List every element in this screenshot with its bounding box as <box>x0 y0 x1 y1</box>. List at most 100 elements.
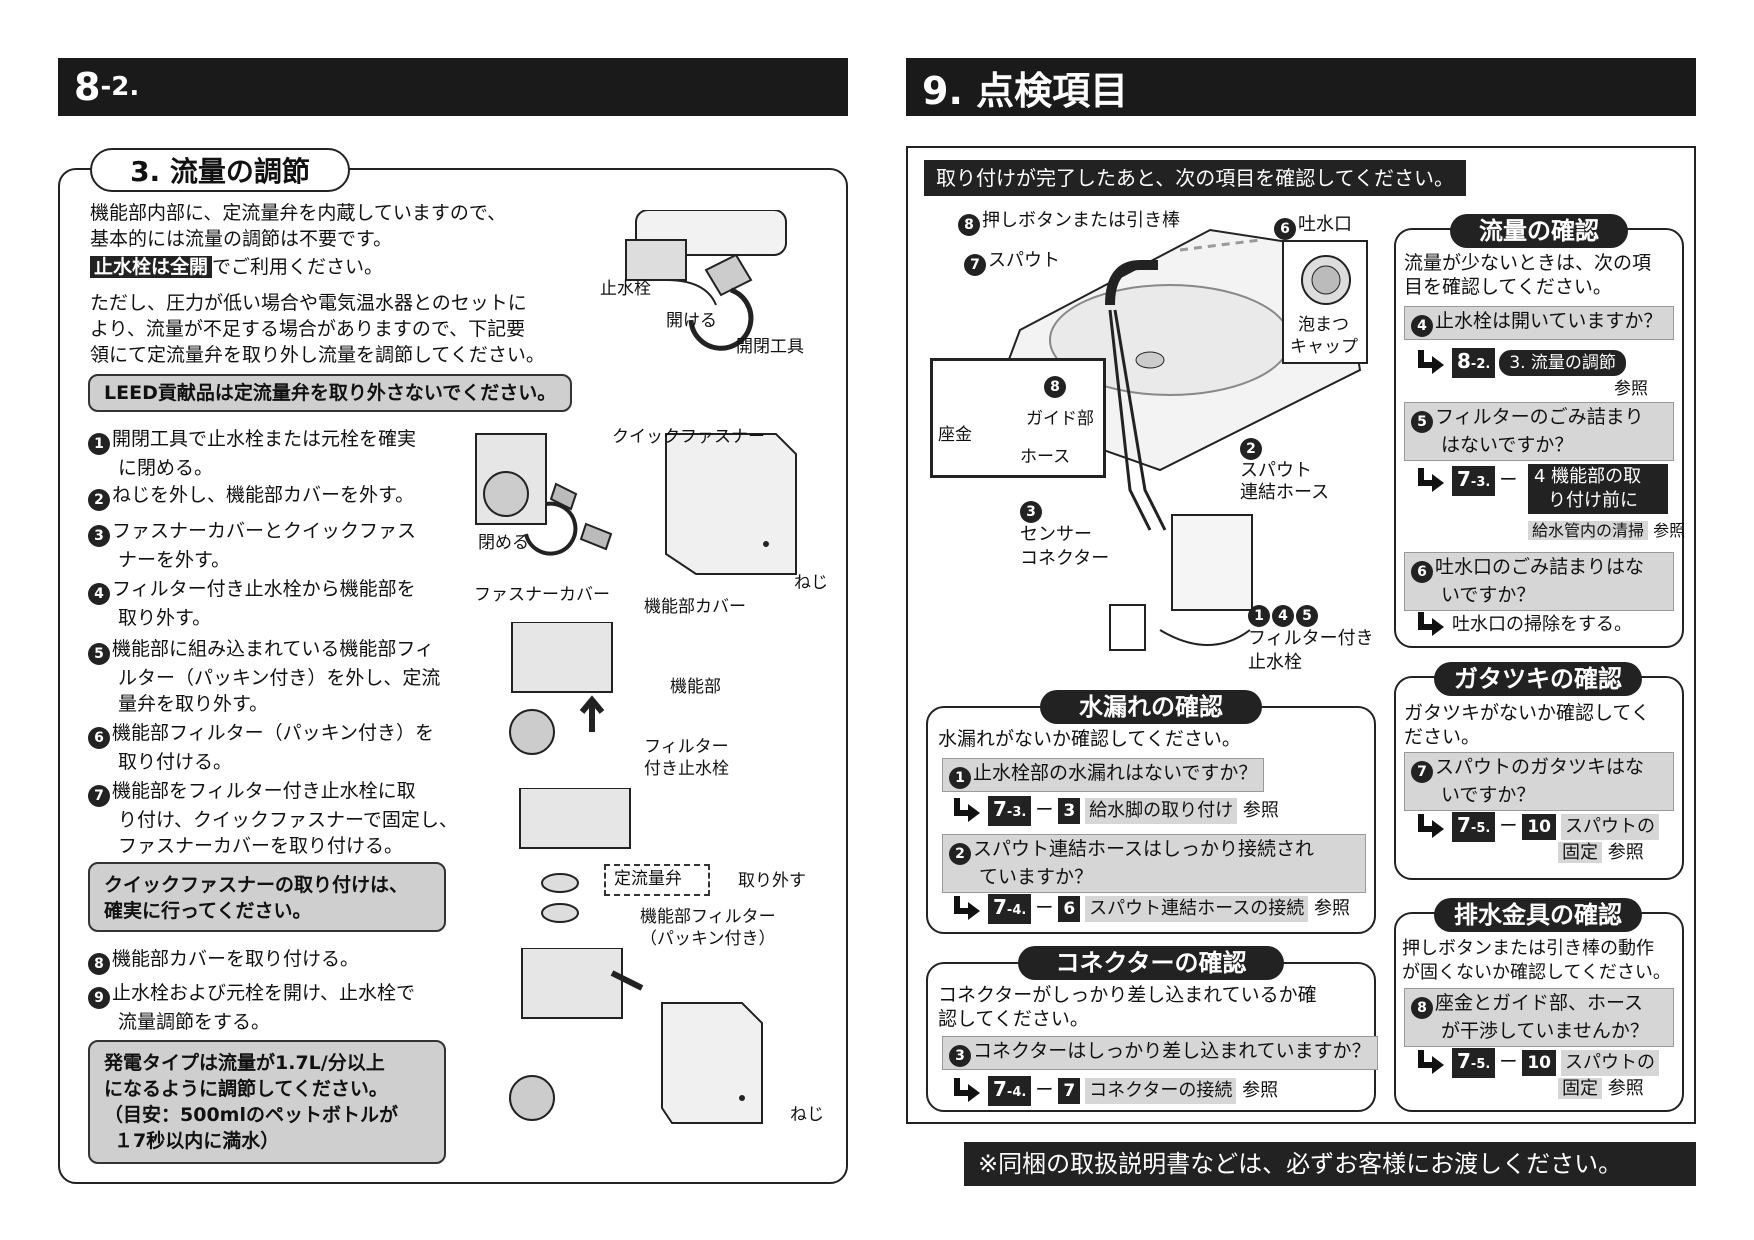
ref-arrow-icon <box>1414 350 1448 376</box>
flow-r5-label: 給水管内の清掃 参照 <box>1528 518 1685 544</box>
label-constant-flow-valve: 定流量弁 <box>614 869 682 889</box>
label-tool: 開閉工具 <box>736 337 804 357</box>
connector-desc-2: 認してください。 <box>938 1008 1089 1030</box>
power-gen-warning: 発電タイプは流量が1.7L/分以上になるように調節してください。（目安：500m… <box>88 1040 446 1164</box>
drain-desc-2: が固くないか確認してください。 <box>1402 962 1671 983</box>
label-open: 開ける <box>666 311 717 331</box>
ref-arrow-icon <box>950 798 984 824</box>
label-detail-8: 8 <box>1044 370 1068 398</box>
stopcock-illustration <box>625 210 787 351</box>
rattle-desc-2: ださい。 <box>1404 726 1481 748</box>
label-unit-filter-1: 機能部フィルター <box>640 907 776 927</box>
label-screw-1: ねじ <box>794 573 828 593</box>
drain-check-title: 排水金具の確認 <box>1434 898 1642 932</box>
flow-r5-box: 4 機能部の取り付け前に <box>1528 464 1668 514</box>
flow-r4: 8-2.3. 流量の調節 <box>1414 348 1626 378</box>
confirm-bar: 取り付けが完了したあと、次の項目を確認してください。 <box>924 160 1466 196</box>
constant-flow-valve-frame <box>604 864 710 896</box>
label-foam-cap-1: 泡まつ <box>1298 315 1349 335</box>
rattle-desc-1: ガタツキがないか確認してく <box>1404 702 1650 724</box>
flow-check-title: 流量の確認 <box>1450 214 1628 248</box>
flow-desc-1: 流量が少ないときは、次の項 <box>1404 252 1652 274</box>
label-quick-fastener: クイックファスナー <box>612 427 765 447</box>
note-line-1: ただし、圧力が低い場合や電気温水器とのセットに <box>90 292 527 314</box>
rattle-ref-2: 固定 参照 <box>1558 840 1644 866</box>
full-open-highlight: 止水栓は全開 <box>90 256 213 278</box>
section-header-9: 9. 点検項目 <box>906 58 1696 116</box>
label-remove: 取り外す <box>738 871 806 891</box>
label-unit: 機能部 <box>670 677 721 697</box>
connector-desc-1: コネクターがしっかり差し込まれているか確 <box>938 984 1317 1006</box>
drain-detail-box <box>930 358 1106 478</box>
note-line-2: より、流量が不足する場合がありますので、下記要 <box>90 318 526 340</box>
label-fastener-cover: ファスナーカバー <box>474 585 610 605</box>
label-foam-cap-2: キャップ <box>1290 337 1358 357</box>
label-filter-stopcock-1: フィルター <box>644 737 729 757</box>
filter-removal-illustration <box>519 788 631 923</box>
label-unit-cover: 機能部カバー <box>644 597 746 617</box>
leed-warning: LEED貢献品は定流量弁を取り外さないでください。 <box>88 374 573 412</box>
ref-arrow-icon <box>950 896 984 922</box>
footer-notice: ※同梱の取扱説明書などは、必ずお客様にお渡しください。 <box>964 1142 1696 1186</box>
ref-arrow-icon <box>1414 1050 1448 1076</box>
label-washer: 座金 <box>938 425 972 445</box>
connector-check-title: コネクターの確認 <box>1018 946 1284 980</box>
ref-arrow-icon <box>1414 468 1448 494</box>
foam-cap-icon <box>1301 255 1351 305</box>
flow-r6: 吐水口の掃除をする。 <box>1414 612 1632 638</box>
ref-arrow-icon <box>1414 612 1448 638</box>
intro-line-3: 止水栓は全開でご利用ください。 <box>90 254 383 280</box>
intro-line-2: 基本的には流量の調節は不要です。 <box>90 228 393 250</box>
inspection-panel <box>906 146 1696 1124</box>
label-guide: ガイド部 <box>1026 409 1094 429</box>
label-hose: ホース <box>1020 447 1071 467</box>
flow-desc-2: 目を確認してください。 <box>1404 276 1612 298</box>
flow-r4-ref: 参照 <box>1614 379 1648 399</box>
panel-title-flow-adjust: 3. 流量の調節 <box>90 148 350 192</box>
leak-check-title: 水漏れの確認 <box>1040 690 1262 724</box>
intro-line-1: 機能部内部に、定流量弁を内蔵していますので、 <box>90 202 507 224</box>
flow-r5: 7-3.ー <box>1414 466 1517 496</box>
label-filter-stopcock-2: 付き止水栓 <box>644 759 729 779</box>
note-line-3: 領にて定流量弁を取り外し流量を調節してください。 <box>90 344 545 366</box>
drain-ref-2: 固定 参照 <box>1558 1076 1644 1102</box>
unit-removal-illustration <box>509 622 613 755</box>
label-unit-filter-2: （パッキン付き） <box>640 929 776 949</box>
ref-arrow-icon <box>950 1078 984 1104</box>
disassembly-illustration <box>475 433 797 575</box>
section-header-8-2: 8-2. <box>58 58 848 116</box>
rattle-check-title: ガタツキの確認 <box>1434 662 1642 696</box>
label-screw-2: ねじ <box>790 1105 824 1125</box>
drain-desc-1: 押しボタンまたは引き棒の動作 <box>1402 938 1654 959</box>
label-stopcock: 止水栓 <box>600 279 651 299</box>
reassembly-illustration <box>509 948 763 1124</box>
quick-fastener-warning: クイックファスナーの取り付けは、確実に行ってください。 <box>88 862 446 932</box>
label-close: 閉める <box>478 533 529 553</box>
flow-adjust-panel <box>58 168 848 1184</box>
